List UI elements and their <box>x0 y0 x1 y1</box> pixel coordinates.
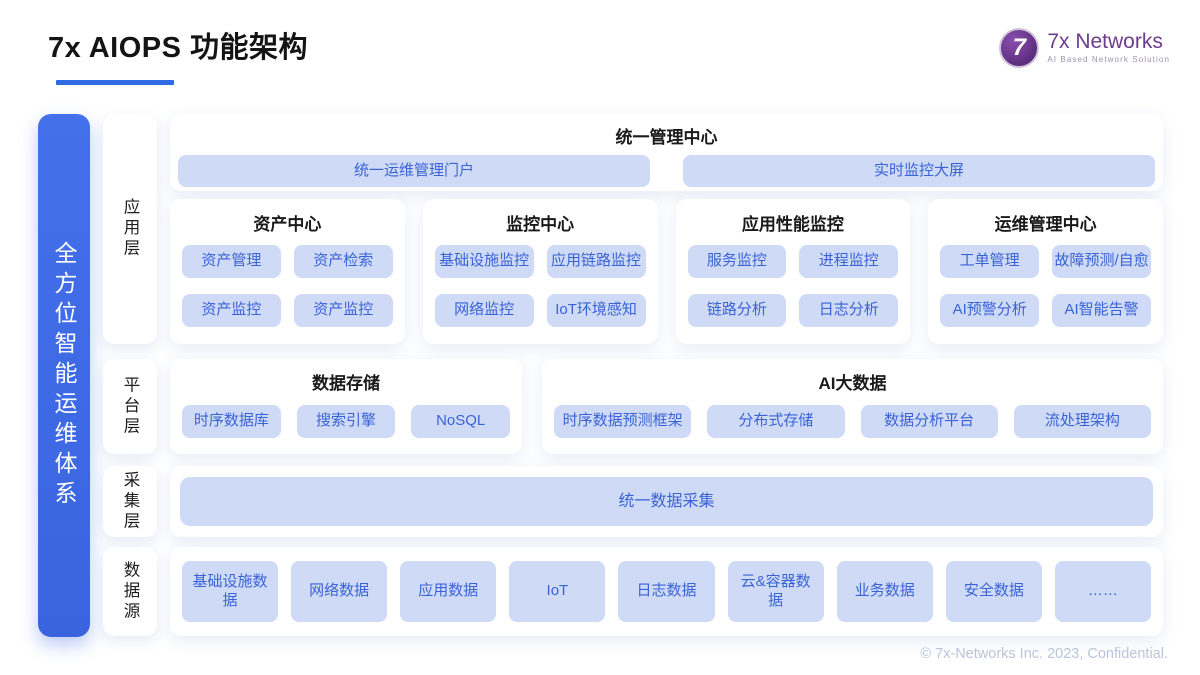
side-banner-text: 全方位智能运维体系 <box>51 240 77 511</box>
node-ts-forecast-framework: 时序数据预测框架 <box>554 405 692 438</box>
page-title: 7x AIOPS 功能架构 <box>48 32 309 64</box>
card-unified-management-center: 统一管理中心 统一运维管理门户 实时监控大屏 <box>170 114 1163 191</box>
node-iot-env-sensing: IoT环境感知 <box>546 294 646 327</box>
node-log-analysis: 日志分析 <box>799 294 899 327</box>
platform-layer-group: 数据存储 时序数据库 搜索引擎 NoSQL AI大数据 时序数据预测框架 分布式… <box>170 359 1163 454</box>
node-data-analysis-platform: 数据分析平台 <box>860 405 998 438</box>
brand-name: 7x Networks <box>1047 30 1163 54</box>
title-underline <box>56 80 174 85</box>
node-timeseries-db: 时序数据库 <box>182 405 281 438</box>
card-title: 资产中心 <box>253 215 322 234</box>
node-search-engine: 搜索引擎 <box>296 405 396 438</box>
node-ticket-management: 工单管理 <box>940 245 1040 278</box>
card-ops-management-center: 运维管理中心 工单管理 故障预测/自愈 AI预警分析 AI智能告警 <box>928 199 1163 344</box>
layer-label-application: 应用层 <box>103 114 157 344</box>
node-asset-monitoring-2: 资产监控 <box>293 294 393 327</box>
card-ai-bigdata: AI大数据 时序数据预测框架 分布式存储 数据分析平台 流处理架构 <box>542 359 1163 454</box>
node-iot-data: IoT <box>509 561 606 622</box>
card-apm: 应用性能监控 服务监控 进程监控 链路分析 日志分析 <box>675 199 911 344</box>
card-unified-data-collection: 统一数据采集 <box>170 466 1163 537</box>
card-title: 数据存储 <box>312 374 380 393</box>
node-trace-analysis: 链路分析 <box>687 294 787 327</box>
card-monitoring-center: 监控中心 基础设施监控 应用链路监控 网络监控 IoT环境感知 <box>422 199 658 344</box>
node-business-data: 业务数据 <box>836 561 933 622</box>
main-content: 统一管理中心 统一运维管理门户 实时监控大屏 资产中心 资产管理 资产检索 资产… <box>170 114 1163 637</box>
side-banner: 全方位智能运维体系 <box>38 114 90 637</box>
card-data-sources: 基础设施数据 网络数据 应用数据 IoT 日志数据 云&容器数据 业务数据 安全… <box>170 547 1163 636</box>
node-cloud-container-data: 云&容器数据 <box>727 561 824 622</box>
layer-label-platform: 平台层 <box>103 359 157 454</box>
node-realtime-monitor-screen: 实时监控大屏 <box>683 155 1155 187</box>
architecture-diagram: 全方位智能运维体系 应用层 平台层 采集层 数据源 统一管理中心 统一运维管理门… <box>38 114 1163 637</box>
brand-tagline: AI Based Network Solution <box>1047 55 1170 65</box>
node-nosql: NoSQL <box>411 405 511 438</box>
card-asset-center: 资产中心 资产管理 资产检索 资产监控 资产监控 <box>170 199 405 344</box>
node-service-monitoring: 服务监控 <box>687 245 787 278</box>
layer-label-datasource: 数据源 <box>103 547 157 636</box>
card-title: AI大数据 <box>818 374 887 393</box>
card-title: 应用性能监控 <box>741 215 844 234</box>
node-asset-search: 资产检索 <box>293 245 393 278</box>
node-more-ellipsis: …… <box>1054 561 1151 622</box>
layer-labels-column: 应用层 平台层 采集层 数据源 <box>103 114 157 637</box>
node-stream-processing: 流处理架构 <box>1013 405 1151 438</box>
node-fault-prediction-selfheal: 故障预测/自愈 <box>1052 245 1151 278</box>
node-network-data: 网络数据 <box>291 561 388 622</box>
application-layer-group: 统一管理中心 统一运维管理门户 实时监控大屏 资产中心 资产管理 资产检索 资产… <box>170 114 1163 344</box>
layer-label-collection: 采集层 <box>103 466 157 537</box>
node-asset-monitoring-1: 资产监控 <box>182 294 281 327</box>
card-title: 统一管理中心 <box>615 128 718 147</box>
brand-logo: 7 7x Networks AI Based Network Solution <box>999 28 1170 68</box>
node-ai-smart-alert: AI智能告警 <box>1052 294 1151 327</box>
node-app-trace-monitoring: 应用链路监控 <box>546 245 646 278</box>
node-infrastructure-data: 基础设施数据 <box>182 561 279 622</box>
node-log-data: 日志数据 <box>618 561 715 622</box>
node-unified-data-collection: 统一数据采集 <box>180 477 1153 526</box>
node-unified-ops-portal: 统一运维管理门户 <box>178 155 650 187</box>
logo-mark-icon: 7 <box>999 28 1040 68</box>
node-ai-early-warning: AI预警分析 <box>940 294 1040 327</box>
node-security-data: 安全数据 <box>945 561 1042 622</box>
node-process-monitoring: 进程监控 <box>799 245 899 278</box>
card-data-storage: 数据存储 时序数据库 搜索引擎 NoSQL <box>170 359 522 454</box>
node-distributed-storage: 分布式存储 <box>707 405 845 438</box>
node-network-monitoring: 网络监控 <box>434 294 534 327</box>
node-application-data: 应用数据 <box>400 561 497 622</box>
card-title: 监控中心 <box>506 215 575 234</box>
node-infrastructure-monitoring: 基础设施监控 <box>434 245 534 278</box>
copyright-footer: © 7x-Networks Inc. 2023, Confidential. <box>920 646 1168 662</box>
node-asset-management: 资产管理 <box>182 245 281 278</box>
card-title: 运维管理中心 <box>994 215 1097 234</box>
